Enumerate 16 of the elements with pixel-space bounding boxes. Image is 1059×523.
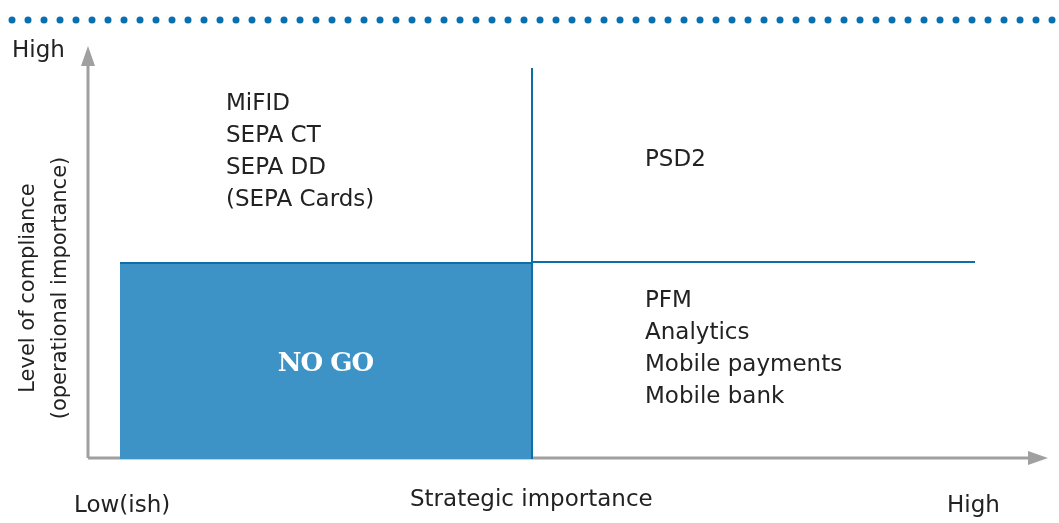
quadrant-item: SEPA CT <box>226 120 321 149</box>
axis-title: Level of compliance (operational importance) <box>14 155 72 422</box>
quadrant-item: PSD2 <box>645 144 706 173</box>
axis-end-label: High <box>12 35 65 64</box>
no-go-zone <box>120 262 533 459</box>
quadrant-item: Analytics <box>645 317 750 346</box>
quadrant-item: PFM <box>645 285 692 314</box>
quadrant-item: (SEPA Cards) <box>226 184 375 213</box>
quadrant-item: MiFID <box>226 88 290 117</box>
zone-label: NO GO <box>277 346 374 377</box>
quadrant-item: SEPA DD <box>226 152 326 181</box>
axis-end-label: High <box>947 490 1000 519</box>
axis-title: Strategic importance <box>410 484 653 513</box>
quadrant-item: Mobile bank <box>645 381 785 410</box>
axis-end-label: Low(ish) <box>74 490 171 519</box>
quadrant-item: Mobile payments <box>645 349 843 378</box>
